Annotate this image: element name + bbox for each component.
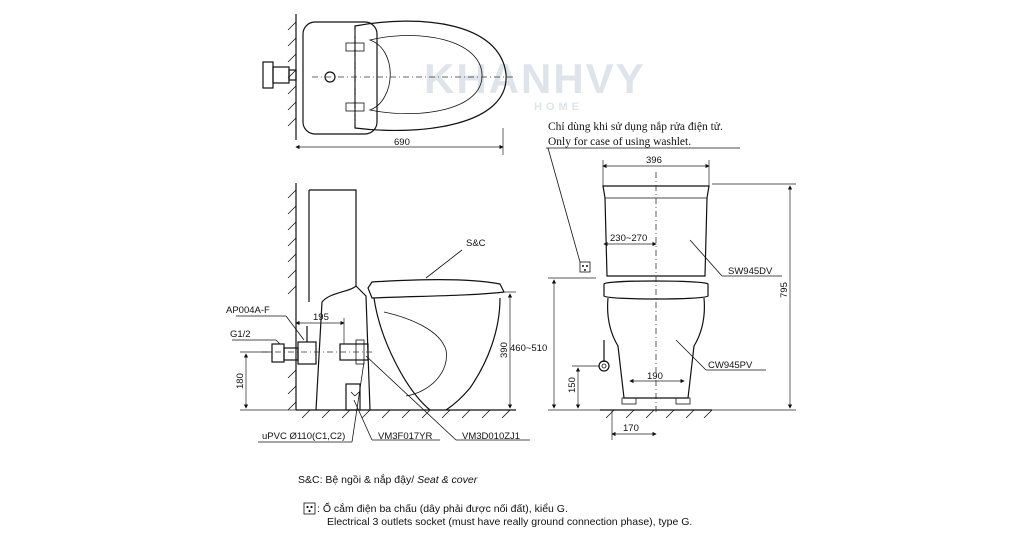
dim-195: 195 — [313, 312, 329, 323]
legend-seat-cover-plain: S&C: Bệ ngồi & nắp đậy/ — [298, 473, 417, 486]
legend-seat-cover-italic: Seat & cover — [417, 474, 478, 486]
label-sw945dv: SW945DV — [728, 266, 773, 277]
watermark-sub: HOME — [534, 101, 583, 113]
label-g12: G1/2 — [230, 329, 251, 340]
valve-front — [598, 360, 610, 372]
watermark-brand: KHANHVY — [424, 55, 646, 102]
legend-socket-vi: : Ổ cắm điện ba chấu (dây phải được nối … — [317, 502, 568, 515]
supply-fitting — [262, 61, 274, 89]
label-vm3d010zj1: VM3D010ZJ1 — [462, 431, 520, 442]
wall-hatch-top — [287, 21, 297, 127]
top-view: 690 — [262, 14, 516, 155]
socket-symbol — [579, 261, 591, 273]
bowl-top — [354, 20, 507, 132]
dim-150: 150 — [567, 377, 578, 393]
note-en: Only for case of using washlet. — [548, 136, 691, 148]
legend-seat-cover: S&C: Bệ ngồi & nắp đậy/ Seat & cover — [298, 473, 478, 486]
tank-top — [302, 21, 378, 135]
legend: S&C: Bệ ngồi & nắp đậy/ Seat & cover : Ổ… — [298, 473, 692, 528]
stop-valve — [271, 343, 285, 363]
dim-390: 390 — [499, 342, 510, 358]
side-view: S&C AP004A-F G1/2 195 390 180 uPVC Ø110(… — [226, 183, 530, 443]
seat-side — [367, 279, 505, 299]
dim-170: 170 — [623, 423, 639, 434]
label-pipe: uPVC Ø110(C1,C2) — [262, 431, 345, 442]
dim-396: 396 — [646, 155, 662, 166]
bowl-front — [607, 297, 705, 399]
dim-795: 795 — [779, 282, 790, 298]
label-ap004a: AP004A-F — [226, 305, 270, 316]
label-vm3f017yr: VM3F017YR — [378, 431, 433, 442]
dim-190: 190 — [647, 371, 663, 382]
dim-230-270: 230~270 — [610, 233, 647, 244]
watermark: KHANHVY HOME — [424, 55, 646, 113]
dim-180: 180 — [235, 373, 246, 389]
label-seat-cover: S&C — [466, 238, 486, 249]
note-vi: Chỉ dùng khi sử dụng nắp rửa điện tử. — [548, 120, 723, 133]
floor-flange — [345, 383, 361, 411]
floor-hatch-front — [605, 409, 713, 419]
dim-690: 690 — [394, 137, 410, 148]
legend-socket-en: Electrical 3 outlets socket (must have r… — [327, 516, 692, 528]
dim-460-510: 460~510 — [510, 343, 547, 354]
seat-front — [603, 280, 709, 300]
front-view: Chỉ dùng khi sử dụng nắp rửa điện tử. On… — [510, 120, 796, 440]
floor-hatch-side — [301, 409, 511, 419]
bowl-side — [373, 297, 501, 411]
wall-hatch-side — [287, 189, 297, 411]
legend-socket-icon — [303, 502, 316, 515]
label-cw945pv: CW945PV — [708, 360, 753, 371]
tank-side — [308, 189, 357, 411]
